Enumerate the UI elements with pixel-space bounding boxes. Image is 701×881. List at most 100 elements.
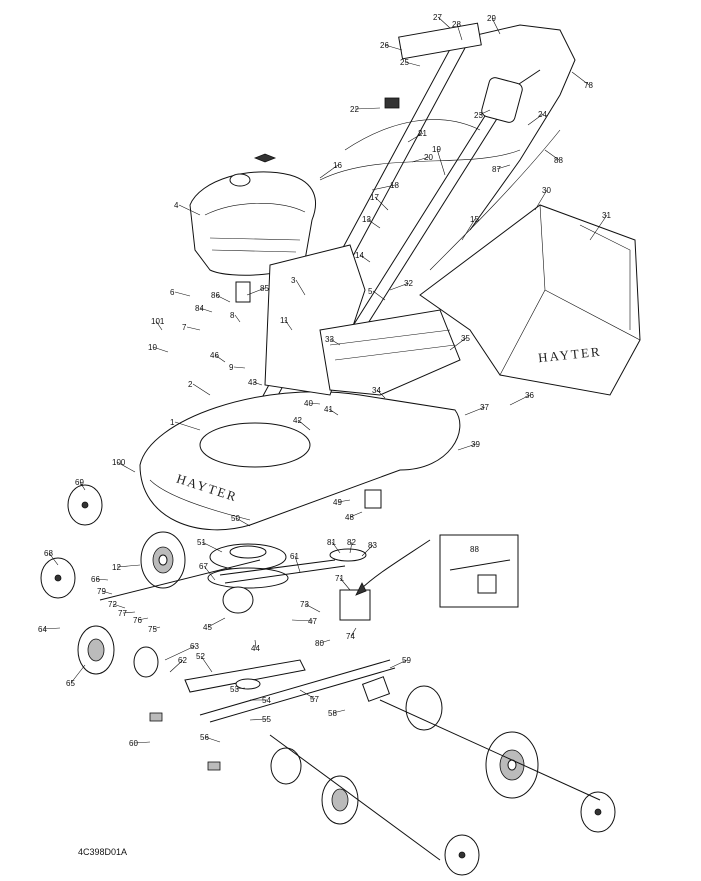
leader-line-14 <box>359 254 371 263</box>
part-label-54: 54 <box>262 696 271 705</box>
part-label-85: 85 <box>260 284 269 293</box>
leader-line-46 <box>214 354 226 363</box>
leader-line-81 <box>331 541 341 554</box>
part-label-81: 81 <box>327 538 336 547</box>
leader-line-84 <box>199 307 213 313</box>
leader-line-52 <box>200 655 213 673</box>
leader-line-45 <box>207 617 226 628</box>
part-label-3: 3 <box>291 276 296 285</box>
leader-line-56 <box>204 736 221 743</box>
part-label-28: 28 <box>452 20 461 29</box>
leader-line-4 <box>178 204 201 216</box>
front-wheel-left <box>77 625 115 675</box>
part-label-32: 32 <box>404 279 413 288</box>
axles <box>99 489 601 861</box>
rear-wheel-right <box>485 731 539 799</box>
leader-line-79 <box>101 590 113 595</box>
leader-line-44 <box>254 639 257 649</box>
part-label-78: 78 <box>584 81 593 90</box>
leader-line-75 <box>152 626 161 630</box>
leader-line-50 <box>235 517 251 527</box>
leader-line-67 <box>203 565 216 581</box>
leader-line-27 <box>437 16 451 29</box>
part-label-7: 7 <box>182 323 187 332</box>
part-label-84: 84 <box>195 304 204 313</box>
part-label-49: 49 <box>333 498 342 507</box>
leader-line-31 <box>589 214 608 241</box>
leader-line-3 <box>295 279 306 296</box>
leader-line-77 <box>122 611 136 614</box>
part-label-61: 61 <box>290 552 299 561</box>
leader-line-1 <box>174 421 201 431</box>
part-label-86: 86 <box>211 291 220 300</box>
part-label-1: 1 <box>170 418 175 427</box>
part-label-37: 37 <box>480 403 489 412</box>
part-label-50: 50 <box>231 514 240 523</box>
leader-line-17 <box>374 196 389 211</box>
leader-lines <box>42 16 608 744</box>
leader-line-55 <box>249 718 268 721</box>
part-label-35: 35 <box>461 334 470 343</box>
part-label-65: 65 <box>66 679 75 688</box>
leader-line-19 <box>436 148 446 176</box>
leader-line-30 <box>534 189 548 211</box>
leader-line-33 <box>329 338 341 346</box>
front-wheel-right <box>321 775 359 825</box>
leader-line-69 <box>79 481 86 491</box>
leader-line-23 <box>478 109 491 116</box>
leader-line-48 <box>349 511 363 518</box>
part-label-101: 101 <box>151 317 165 326</box>
leader-line-73 <box>304 603 321 613</box>
part-label-76: 76 <box>133 616 142 625</box>
part-label-18: 18 <box>390 181 399 190</box>
leader-line-80 <box>319 639 331 644</box>
leader-line-29 <box>491 17 501 35</box>
leader-line-10 <box>152 346 169 353</box>
part-label-15: 15 <box>470 215 479 224</box>
leader-line-57 <box>299 689 316 700</box>
part-label-39: 39 <box>471 440 480 449</box>
leader-line-66 <box>95 578 109 581</box>
part-label-20: 20 <box>424 153 433 162</box>
leader-line-15 <box>461 218 476 241</box>
part-label-36: 36 <box>525 391 534 400</box>
part-label-30: 30 <box>542 186 551 195</box>
leader-line-18 <box>371 184 396 191</box>
leader-line-60 <box>133 741 151 744</box>
leader-line-25 <box>404 61 421 67</box>
leader-line-35 <box>449 337 467 351</box>
leader-line-76 <box>137 617 149 621</box>
part-label-58: 58 <box>328 709 337 718</box>
leader-line-39 <box>457 443 477 451</box>
part-label-56: 56 <box>200 733 209 742</box>
leader-line-24 <box>527 113 544 126</box>
part-label-71: 71 <box>335 574 344 583</box>
part-label-43: 43 <box>248 378 257 387</box>
part-label-59: 59 <box>402 656 411 665</box>
leader-line-20 <box>411 156 430 163</box>
part-label-82: 82 <box>347 538 356 547</box>
part-label-69: 69 <box>75 478 84 487</box>
leader-line-64 <box>42 627 61 630</box>
leader-line-40 <box>308 402 321 405</box>
leader-line-28 <box>456 23 463 41</box>
handle-assembly <box>249 22 576 426</box>
drawing-code: 4C398D01A <box>78 847 127 857</box>
part-label-19: 19 <box>432 145 441 154</box>
leader-line-53 <box>234 687 246 690</box>
part-label-10: 10 <box>148 343 157 352</box>
leader-line-43 <box>252 381 263 386</box>
leader-line-6 <box>174 291 191 297</box>
part-label-88: 88 <box>554 156 563 165</box>
leader-line-51 <box>201 541 223 553</box>
part-label-68: 68 <box>44 549 53 558</box>
part-label-16: 16 <box>333 161 342 170</box>
part-label-23: 23 <box>474 111 483 120</box>
part-label-77: 77 <box>118 609 127 618</box>
part-label-33: 33 <box>325 335 334 344</box>
part-label-22: 22 <box>350 105 359 114</box>
leader-line-101 <box>155 320 163 331</box>
part-label-47: 47 <box>308 617 317 626</box>
